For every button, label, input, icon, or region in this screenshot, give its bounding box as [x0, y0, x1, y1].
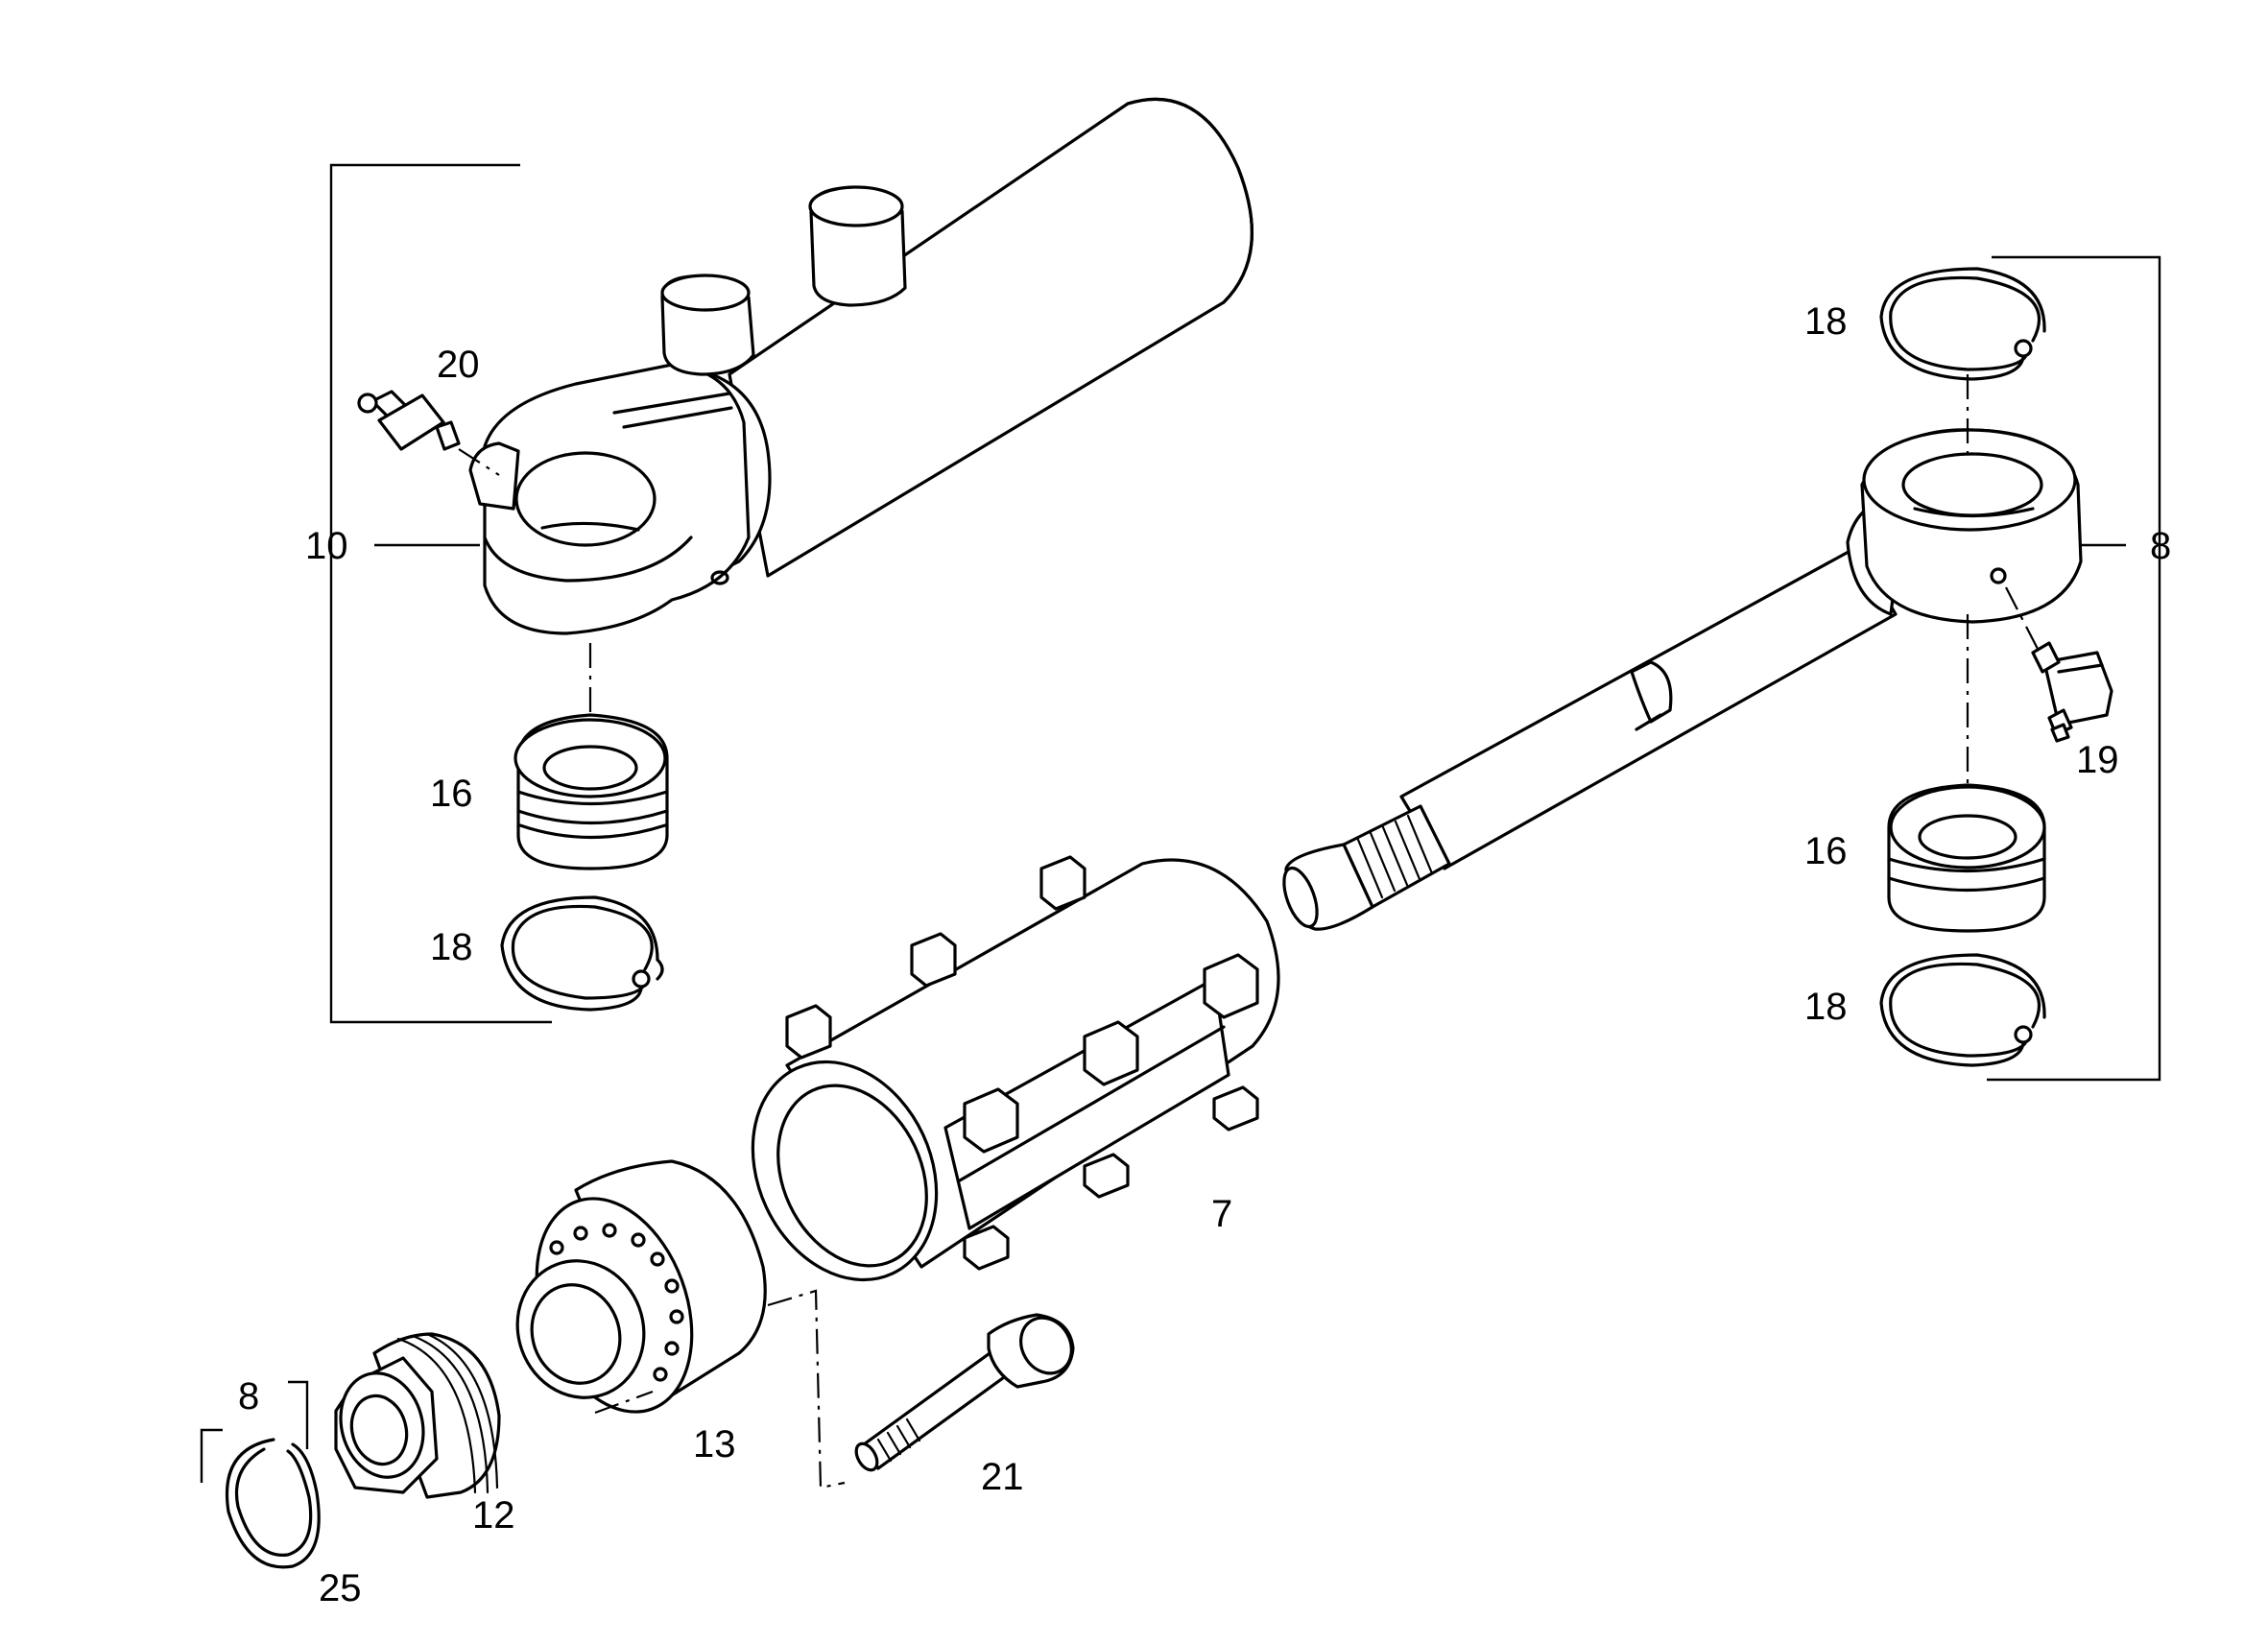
cylinder-barrel: [468, 97, 1253, 635]
callout-16-left: 16: [430, 773, 473, 815]
retaining-ring-18-left: [500, 895, 664, 1012]
bearing-16-left: [513, 643, 669, 870]
retaining-ring-18-right-top: [1879, 267, 2046, 381]
callout-10: 10: [305, 525, 348, 567]
callout-25: 25: [319, 1567, 362, 1609]
bearing-16-right: [1887, 783, 2046, 933]
grease-fitting-20: [357, 390, 500, 476]
callout-19: 19: [2076, 739, 2119, 781]
bolt-21: [854, 1313, 1075, 1472]
bracket-8: [1987, 255, 2161, 1082]
callout-13: 13: [693, 1423, 736, 1465]
rod-eye-8: [1282, 428, 2083, 931]
grease-fitting-19: [2005, 586, 2113, 743]
callout-8-right: 8: [2150, 525, 2171, 567]
bracket-10: [329, 163, 552, 1024]
callout-7: 7: [1211, 1193, 1232, 1235]
callout-20: 20: [437, 344, 480, 386]
callout-18-right-bottom: 18: [1804, 986, 1848, 1028]
clamp-sleeve-7: [751, 855, 1280, 1282]
gland-13: [515, 1159, 767, 1415]
callout-8-small: 8: [238, 1375, 259, 1418]
bracket-8-small-left: [200, 1428, 223, 1483]
bracket-8-small-right: [288, 1380, 309, 1449]
callout-16-right: 16: [1804, 830, 1848, 872]
callout-18-right-top: 18: [1804, 300, 1848, 343]
retaining-ring-25: [225, 1438, 321, 1569]
callout-12: 12: [472, 1494, 515, 1537]
callout-21: 21: [981, 1456, 1024, 1498]
axis-bolt-21: [767, 1289, 846, 1489]
callout-18-left: 18: [430, 926, 473, 968]
retaining-ring-18-right-bottom: [1879, 953, 2046, 1067]
nut-12: [334, 1332, 501, 1499]
